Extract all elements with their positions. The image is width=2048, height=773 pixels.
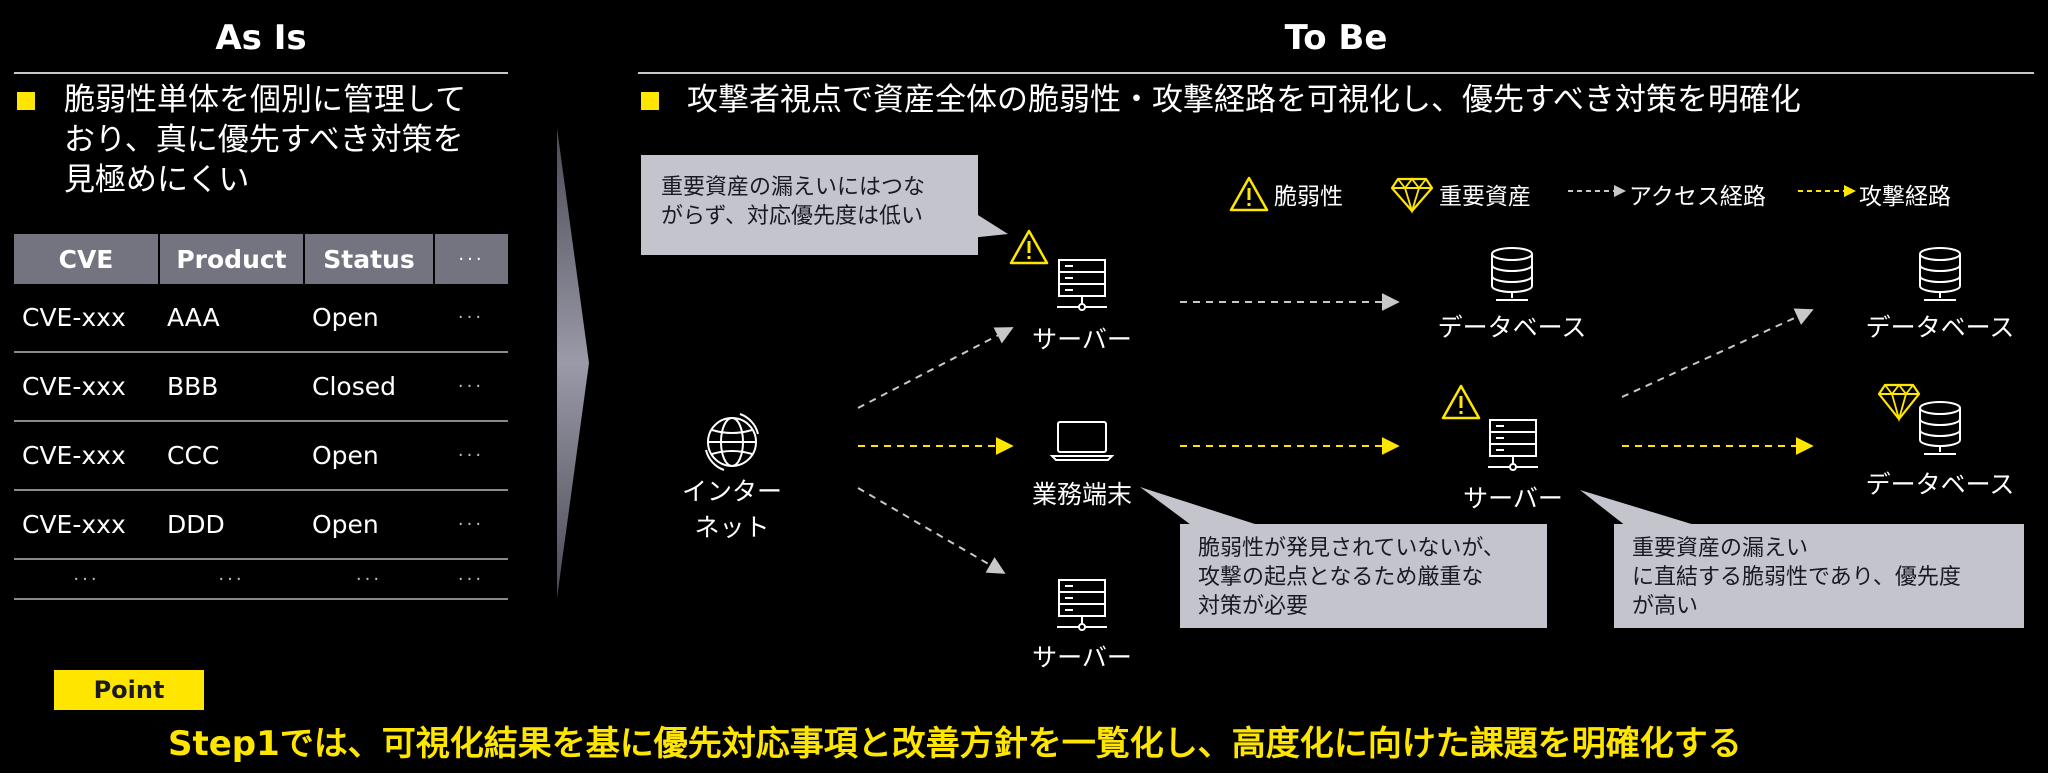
as-is-bullet-line: おり、真に優先すべき対策を [64,122,464,158]
cell-product: DDD [159,490,304,560]
path-internet-to-server-top [857,327,1014,409]
cell-more: ··· [434,490,508,560]
database-right-top-label: データベース [1865,313,2015,342]
callout-line: が高い [1632,594,1699,619]
cell-cve: CVE-xxx [14,490,159,560]
internet-label-line: インター [681,477,782,506]
path-internet-to-server-bottom [857,487,1006,574]
cell-more: ··· [434,352,508,422]
cell-cve: CVE-xxx [14,352,159,422]
terminal-label: 業務端末 [1031,480,1132,509]
table-row: CVE-xxx BBB Closed ··· [14,352,508,422]
cell-more: ··· [159,559,304,600]
as-is-bullet-marker [17,92,35,110]
callout-line: 対策が必要 [1198,594,1309,619]
legend-vulnerability-label: 脆弱性 [1274,184,1343,210]
cell-product: BBB [159,352,304,422]
as-is-bullet-line: 脆弱性単体を個別に管理して [64,82,467,118]
callout-low-priority: 重要資産の漏えいにはつな がらず、対応優先度は低い [641,155,978,255]
legend-attack-path-line [1798,185,1856,197]
table-row-ellipsis: ··· ··· ··· ··· [14,559,508,600]
to-be-divider [638,72,2034,74]
point-badge: Point [54,670,204,710]
to-be-bullet-text: 攻撃者視点で資産全体の脆弱性・攻撃経路を可視化し、優先すべき対策を明確化 [687,82,1801,118]
laptop-icon [1050,421,1114,461]
table-row: CVE-xxx DDD Open ··· [14,490,508,560]
as-is-bullet-line: 見極めにくい [64,162,250,198]
warning-triangle-icon [1441,384,1481,420]
table-row: CVE-xxx AAA Open ··· [14,284,508,353]
column-header-more: ··· [434,234,508,284]
callout-low-priority-tail [970,210,1008,238]
callout-line: に直結する脆弱性であり、優先度 [1632,565,1961,590]
warning-triangle-icon [1229,176,1269,212]
as-is-title: As Is [215,18,307,58]
cell-more: ··· [14,559,159,600]
callout-line: 攻撃の起点となるため厳重な [1198,565,1484,590]
cell-status: Open [304,284,434,353]
as-is-bullet-text: 脆弱性単体を個別に管理して おり、真に優先すべき対策を 見極めにくい [64,80,514,200]
column-header-cve: CVE [14,234,160,284]
as-is-divider [14,72,508,74]
transition-arrow-icon [557,128,589,598]
server-icon [1057,259,1107,311]
database-right-mid-label: データベース [1865,470,2015,499]
internet-node-label: インター ネット [672,472,792,544]
server-icon [1488,419,1538,471]
to-be-bullet-marker [641,92,659,110]
server-mid-label: サーバー [1463,484,1563,513]
to-be-title: To Be [1284,18,1388,58]
cell-more: ··· [434,421,508,491]
cell-more: ··· [434,559,508,600]
cell-more: ··· [304,559,434,600]
cell-product: CCC [159,421,304,491]
internet-label-line: ネット [694,513,770,542]
cell-cve: CVE-xxx [14,284,159,353]
cve-table: CVE Product Status ··· CVE-xxx AAA Open … [14,234,508,600]
diamond-icon [1390,177,1434,214]
access-paths [857,293,1814,574]
database-icon [1491,247,1533,301]
diamond-icon [1877,383,1921,422]
callout-line: 脆弱性が発見されていないが、 [1198,536,1505,561]
table-header-row: CVE Product Status ··· [14,234,508,284]
server-top-label: サーバー [1032,325,1132,354]
point-conclusion-text: Step1では、可視化結果を基に優先対応事項と改善方針を一覧化し、高度化に向けた… [168,724,1742,764]
cell-status: Open [304,421,434,491]
legend-access-path-label: アクセス経路 [1629,184,1766,210]
callout-line: 重要資産の漏えいにはつな [661,175,926,200]
database-mid-top-label: データベース [1437,313,1587,342]
cell-status: Open [304,490,434,560]
warning-triangle-icon [1009,229,1049,265]
callout-line: 重要資産の漏えい [1632,536,1809,561]
database-icon [1919,401,1961,455]
server-bottom-label: サーバー [1032,643,1132,672]
column-header-product: Product [159,234,305,284]
cell-product: AAA [159,284,304,353]
cell-cve: CVE-xxx [14,421,159,491]
callout-terminal-note: 脆弱性が発見されていないが、 攻撃の起点となるため厳重な 対策が必要 [1180,524,1547,628]
legend-attack-path-label: 攻撃経路 [1859,184,1951,210]
column-header-status: Status [304,234,435,284]
path-server-mid-to-database-top [1621,308,1814,398]
cell-status: Closed [304,352,434,422]
legend-access-path-line [1568,185,1626,197]
server-icon [1057,579,1107,631]
globe-icon [705,413,759,471]
callout-line: がらず、対応優先度は低い [661,204,924,229]
callout-high-priority: 重要資産の漏えい に直結する脆弱性であり、優先度 が高い [1614,524,2024,628]
table-row: CVE-xxx CCC Open ··· [14,421,508,491]
cell-more: ··· [434,284,508,353]
legend-critical-asset-label: 重要資産 [1439,184,1531,210]
database-icon [1919,247,1961,301]
